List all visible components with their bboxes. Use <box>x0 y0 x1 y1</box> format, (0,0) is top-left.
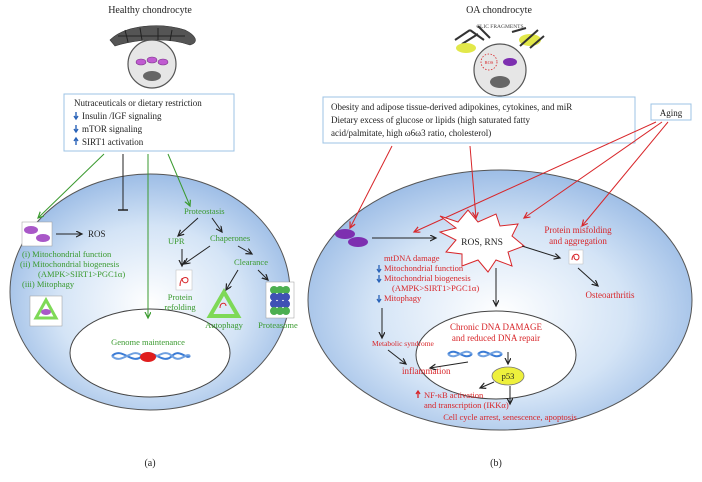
panel-label-b: (b) <box>490 458 502 469</box>
mito-item-3: (AMPK>SIRT1>PGC1α) <box>38 269 125 279</box>
mito-item-2: (ii) Mitochondrial biogenesis <box>20 259 119 269</box>
down-arrow-icon <box>376 265 382 274</box>
left-box-line-1: Nutraceuticals or dietary restriction <box>74 98 202 108</box>
autophagy-label: Autophagy <box>205 320 244 330</box>
ros-rns-burst <box>438 209 525 273</box>
panel-label-a: (a) <box>144 458 155 469</box>
up-arrow-icon <box>415 389 421 398</box>
aging-box <box>650 103 692 121</box>
left-panel: Healthy chondrocyte Nutraceuticals or di… <box>9 5 298 469</box>
mito-item-4: (iii) Mitophagy <box>22 279 75 289</box>
p53-label: p53 <box>502 371 515 381</box>
right-box-line-2: Dietary excess of glucose or lipids (hig… <box>331 115 530 125</box>
damage-item-5: Mitophagy <box>384 293 422 303</box>
genome-maintenance-label: Genome maintenance <box>111 337 185 347</box>
chaperones-label: Chaperones <box>210 233 250 243</box>
oa-chondrocyte-icon: CLIC FRAGMENTS ROS <box>454 24 545 97</box>
autophagy-recycle-icon <box>206 288 242 318</box>
proteasome-icon <box>265 281 295 319</box>
p53-node <box>491 366 525 386</box>
down-arrow-icon <box>376 275 382 284</box>
down-arrow-icon <box>73 112 79 121</box>
left-box-line-2: Insulin /IGF signaling <box>82 111 162 121</box>
metabolic-syndrome-label: Metabolic syndrome <box>372 339 435 348</box>
mito-item-1: (i) Mitochondrial function <box>22 249 112 259</box>
mitochondria-icon <box>21 221 53 247</box>
down-arrow-icon <box>376 295 382 304</box>
left-box-line-3: mTOR signaling <box>82 124 143 134</box>
left-title: Healthy chondrocyte <box>108 5 192 16</box>
damaged-mitochondria-icon <box>335 229 368 247</box>
down-arrow-icon <box>73 125 79 134</box>
damaged-dna-icon <box>447 350 503 358</box>
protein-misfolding-line-2: and aggregation <box>549 236 607 246</box>
right-panel: OA chondrocyte CLIC FRAGMENTS ROS Obesit… <box>307 5 693 469</box>
dna-damage-line-2: and reduced DNA repair <box>452 333 540 343</box>
aging-label: Aging <box>660 108 683 118</box>
right-box-line-3: acid/palmitate, high ω6ω3 ratio, cholest… <box>331 128 491 138</box>
right-nucleus <box>415 310 577 400</box>
protein-refolding-icon <box>175 269 193 291</box>
left-box-line-4: SIRT1 activation <box>82 137 144 147</box>
nfkb-line-2: and transcription (IKKα) <box>424 400 509 410</box>
dna-damage-line-1: Chronic DNA DAMAGE <box>450 322 542 332</box>
damage-item-2: Mitochondrial function <box>384 263 464 273</box>
right-cell <box>307 169 693 431</box>
right-box-line-1: Obesity and adipose tissue-derived adipo… <box>331 102 572 112</box>
misfolded-protein-icon <box>568 249 584 265</box>
protein-refolding-line-1: Protein <box>168 292 193 302</box>
upr-label: UPR <box>168 236 185 246</box>
protein-misfolding-line-1: Protein misfolding <box>544 225 612 235</box>
up-arrow-icon <box>73 136 79 145</box>
proteostasis-label: Proteostasis <box>184 206 225 216</box>
healthy-chondrocyte-icon <box>109 25 196 89</box>
damage-item-3: Mitochondrial biogenesis <box>384 273 471 283</box>
left-ros: ROS <box>88 229 106 239</box>
dna-icon <box>111 352 191 362</box>
damage-item-1: mtDNA damage <box>384 253 440 263</box>
clearance-label: Clearance <box>234 257 268 267</box>
right-title: OA chondrocyte <box>466 5 532 16</box>
damage-item-4: (AMPK>SIRT1>PGC1α) <box>392 283 479 293</box>
cell-cycle-label: Cell cycle arrest, senescence, apoptosis <box>443 412 577 422</box>
right-input-box <box>322 96 636 144</box>
proteasome-label: Proteasome <box>258 320 298 330</box>
left-input-box <box>63 93 235 152</box>
clic-label: CLIC FRAGMENTS <box>476 24 523 30</box>
nfkb-line-1: NF-κB activation <box>424 390 484 400</box>
osteoarthritis-label: Osteoarthritis <box>586 290 635 300</box>
inflammation-label: inflammation <box>402 366 451 376</box>
svg-text:ROS: ROS <box>485 60 494 65</box>
protein-refolding-line-2: refolding <box>164 302 196 312</box>
ros-rns-label: ROS, RNS <box>461 238 503 248</box>
mitophagy-recycle-icon <box>29 295 63 327</box>
